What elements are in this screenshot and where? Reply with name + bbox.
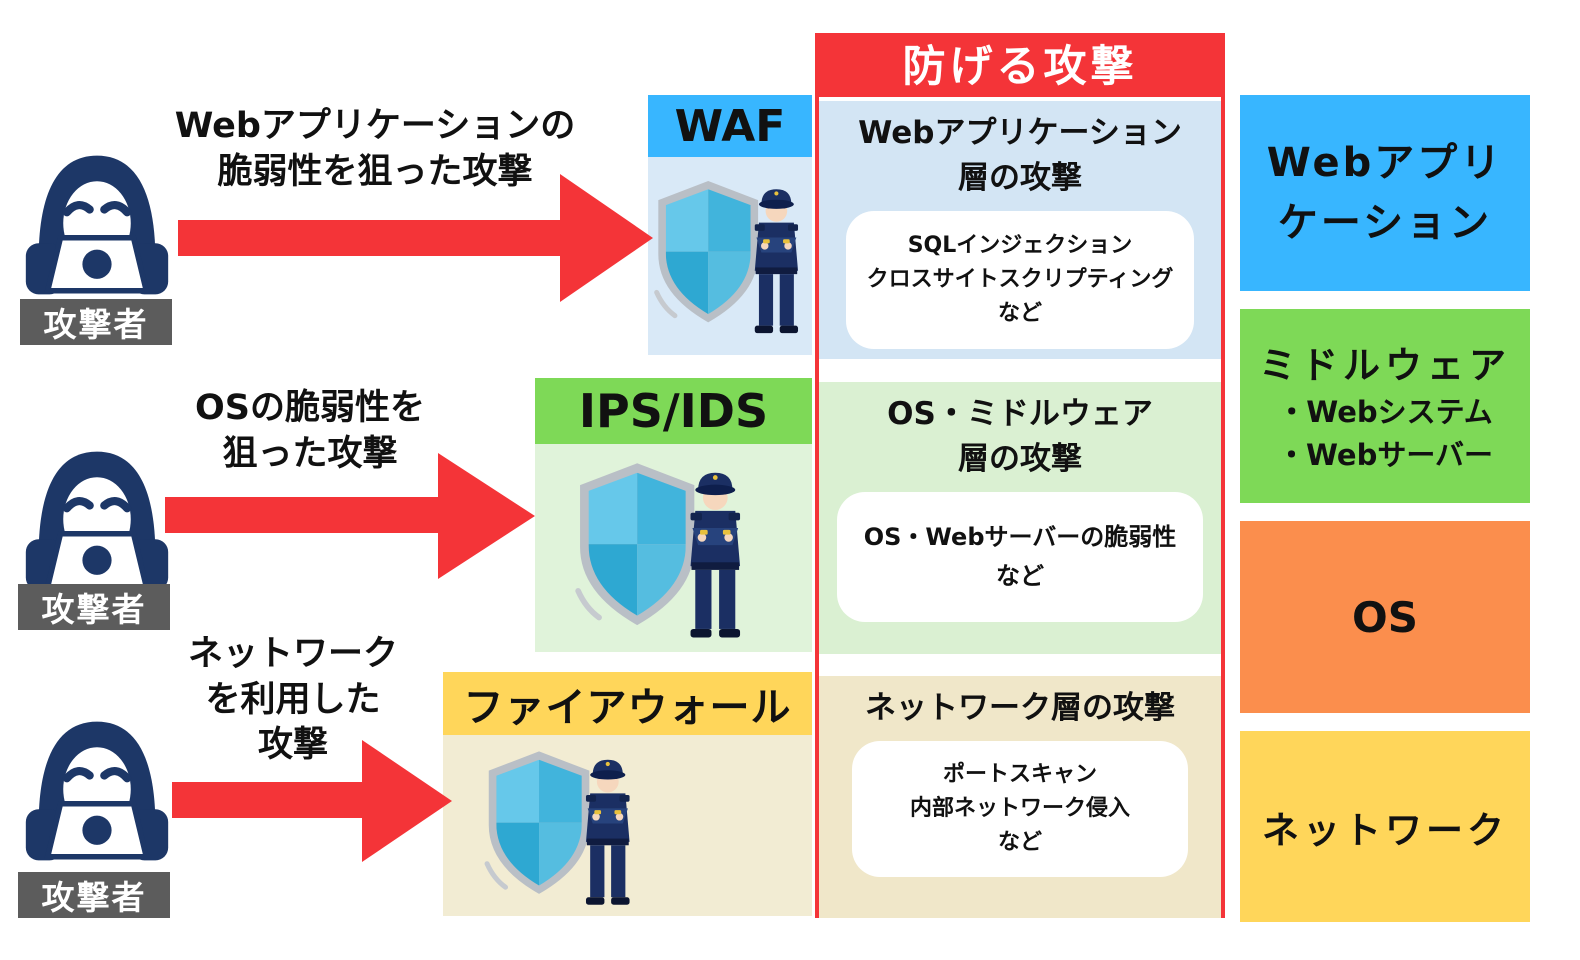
firewall-box: ファイアウォール xyxy=(443,672,812,916)
waf-box: WAF xyxy=(648,95,812,355)
shield-guard-icon xyxy=(650,159,808,351)
attacker-label: 攻撃者 xyxy=(18,584,170,630)
prevented-os-middleware-section: OS・ミドルウェア 層の攻撃 OS・Webサーバーの脆弱性 など xyxy=(819,382,1221,654)
layer-middleware-title: ミドルウェア xyxy=(1259,343,1511,387)
attack-text-os: OSの脆弱性を 狙った攻撃 xyxy=(195,388,425,474)
attacker-icon xyxy=(22,718,172,864)
attacker-label: 攻撃者 xyxy=(20,299,172,345)
ips-ids-box: IPS/IDS xyxy=(535,378,812,652)
prevented-attacks-column: Webアプリケーション 層の攻撃 SQLインジェクション クロスサイトスクリプテ… xyxy=(815,93,1225,918)
layer-middleware-items: ・Webシステム ・Webサーバー xyxy=(1276,394,1494,473)
attacker-icon xyxy=(22,448,172,594)
prevented-os-middleware-heading: OS・ミドルウェア 層の攻撃 xyxy=(887,396,1153,477)
prevented-webapp-heading: Webアプリケーション 層の攻撃 xyxy=(858,115,1182,196)
layer-webapplication: Webアプリ ケーション xyxy=(1240,95,1530,291)
layer-os: OS xyxy=(1240,521,1530,713)
ips-ids-label: IPS/IDS xyxy=(535,378,812,444)
prevented-network-heading: ネットワーク層の攻撃 xyxy=(865,690,1175,726)
prevented-os-middleware-examples: OS・Webサーバーの脆弱性 など xyxy=(837,491,1203,622)
prevented-webapp-section: Webアプリケーション 層の攻撃 SQLインジェクション クロスサイトスクリプテ… xyxy=(819,101,1221,359)
layer-network: ネットワーク xyxy=(1240,731,1530,922)
prevented-attacks-banner: 防げる攻撃 xyxy=(815,33,1225,93)
prevented-network-examples: ポートスキャン 内部ネットワーク侵入 など xyxy=(852,740,1188,877)
prevented-webapp-examples: SQLインジェクション クロスサイトスクリプティング など xyxy=(846,210,1194,349)
prevented-network-section: ネットワーク層の攻撃 ポートスキャン 内部ネットワーク侵入 など xyxy=(819,676,1221,918)
shield-guard-icon xyxy=(537,448,785,648)
waf-label: WAF xyxy=(648,95,812,157)
firewall-label: ファイアウォール xyxy=(443,672,812,735)
attack-text-network: ネットワーク を利用した 攻撃 xyxy=(187,634,398,765)
banner-title: 防げる攻撃 xyxy=(902,42,1138,92)
attacker-label: 攻撃者 xyxy=(18,872,170,918)
layer-middleware: ミドルウェア ・Webシステム ・Webサーバー xyxy=(1240,309,1530,503)
shield-guard-icon xyxy=(447,738,673,914)
attack-text-webapp: Webアプリケーションの 脆弱性を狙った攻撃 xyxy=(174,106,576,192)
attacker-icon xyxy=(22,152,172,298)
